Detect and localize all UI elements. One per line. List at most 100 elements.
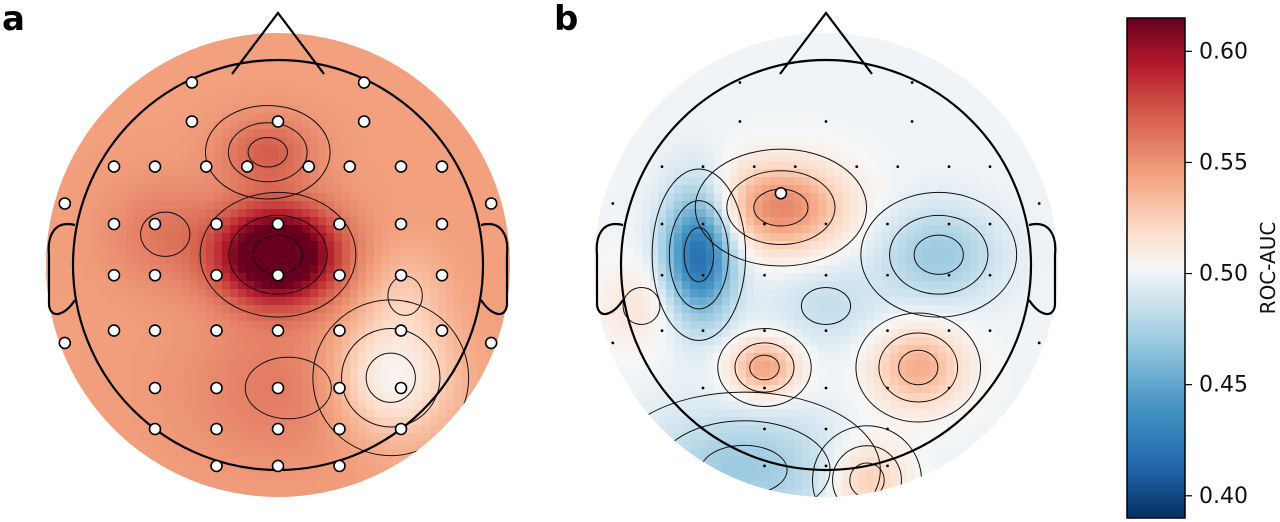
heat-cell: [898, 329, 907, 338]
heat-cell: [134, 449, 143, 458]
heat-cell: [818, 97, 827, 106]
heat-cell: [390, 249, 399, 258]
heat-cell: [938, 257, 947, 266]
heat-cell: [334, 145, 343, 154]
heat-cell: [738, 113, 747, 122]
heat-cell: [722, 217, 731, 226]
heat-cell: [938, 249, 947, 258]
heat-cell: [198, 361, 207, 370]
heat-cell: [262, 49, 271, 58]
heat-cell: [738, 225, 747, 234]
heat-cell: [230, 273, 239, 282]
heat-cell: [810, 89, 819, 98]
heat-cell: [350, 369, 359, 378]
heat-cell: [262, 481, 271, 490]
heat-cell: [334, 33, 343, 42]
heat-cell: [174, 257, 183, 266]
heat-cell: [658, 281, 667, 290]
heat-cell: [674, 329, 683, 338]
heat-cell: [770, 41, 779, 50]
heat-cell: [730, 121, 739, 130]
heat-cell: [190, 105, 199, 114]
heat-cell: [1034, 313, 1043, 322]
heat-cell: [438, 345, 447, 354]
heat-cell: [666, 257, 675, 266]
heat-cell: [198, 321, 207, 330]
heat-cell: [462, 193, 471, 202]
heat-cell: [826, 249, 835, 258]
heat-cell: [706, 353, 715, 362]
heat-cell: [706, 249, 715, 258]
heat-cell: [994, 129, 1003, 138]
heat-cell: [390, 169, 399, 178]
heat-cell: [762, 337, 771, 346]
heat-cell: [986, 97, 995, 106]
heat-cell: [898, 57, 907, 66]
heat-cell: [150, 65, 159, 74]
heat-cell: [54, 193, 63, 202]
heat-cell: [174, 73, 183, 82]
heat-cell: [182, 305, 191, 314]
heat-cell: [358, 89, 367, 98]
heat-cell: [842, 265, 851, 274]
heat-cell: [230, 313, 239, 322]
heat-cell: [406, 65, 415, 74]
heat-cell: [810, 145, 819, 154]
heat-cell: [714, 193, 723, 202]
heat-cell: [890, 321, 899, 330]
heat-cell: [634, 329, 643, 338]
heat-cell: [174, 241, 183, 250]
heat-cell: [326, 329, 335, 338]
heat-cell: [810, 49, 819, 58]
heat-cell: [398, 73, 407, 82]
heat-cell: [762, 321, 771, 330]
heat-cell: [190, 441, 199, 450]
sensor-marker: [240, 160, 254, 173]
heat-cell: [342, 169, 351, 178]
heat-cell: [286, 73, 295, 82]
heat-cell: [350, 145, 359, 154]
heat-cell: [78, 337, 87, 346]
heat-cell: [826, 177, 835, 186]
heat-cell: [946, 209, 955, 218]
heat-cell: [422, 241, 431, 250]
heat-cell: [54, 209, 63, 218]
heat-cell: [150, 209, 159, 218]
heat-cell: [954, 193, 963, 202]
heat-cell: [890, 137, 899, 146]
heat-cell: [454, 289, 463, 298]
heat-cell: [962, 153, 971, 162]
heat-cell: [978, 121, 987, 130]
heat-cell: [674, 105, 683, 114]
heat-cell: [914, 361, 923, 370]
heat-cell: [326, 209, 335, 218]
heat-cell: [946, 353, 955, 362]
heat-cell: [610, 281, 619, 290]
heat-cell: [626, 209, 635, 218]
heat-cell: [102, 153, 111, 162]
heat-cell: [706, 169, 715, 178]
heat-cell: [618, 345, 627, 354]
heat-cell: [818, 345, 827, 354]
heat-cell: [174, 113, 183, 122]
heat-cell: [278, 369, 287, 378]
heat-cell: [850, 361, 859, 370]
heat-cell: [102, 201, 111, 210]
heat-cell: [778, 273, 787, 282]
heat-cell: [1010, 281, 1019, 290]
heat-cell: [978, 81, 987, 90]
heat-cell: [238, 457, 247, 466]
heat-cell: [494, 193, 503, 202]
heat-cell: [78, 273, 87, 282]
heat-cell: [278, 409, 287, 418]
heat-cell: [810, 233, 819, 242]
heat-cell: [714, 129, 723, 138]
heat-cell: [722, 281, 731, 290]
heat-cell: [626, 169, 635, 178]
heat-cell: [326, 185, 335, 194]
heat-cell: [366, 153, 375, 162]
heat-cell: [946, 65, 955, 74]
heat-cell: [102, 313, 111, 322]
heat-cell: [898, 233, 907, 242]
heat-cell: [602, 345, 611, 354]
